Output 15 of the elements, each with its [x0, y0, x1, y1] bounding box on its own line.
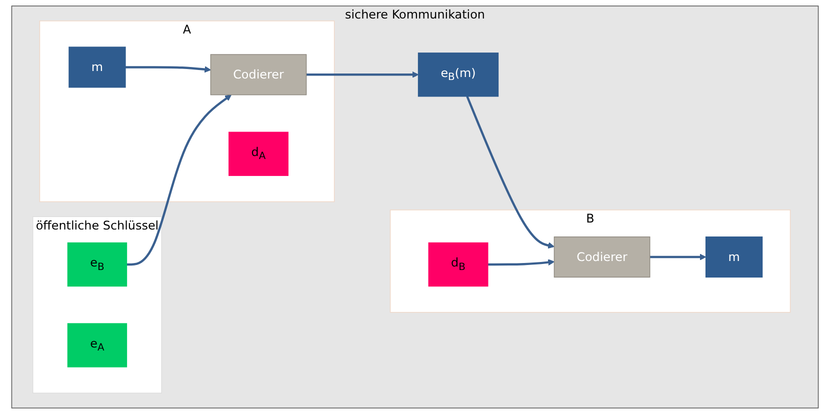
arrow: [650, 254, 706, 260]
node-box: m: [68, 46, 126, 88]
arrow: [126, 94, 232, 266]
arrow: [488, 259, 555, 266]
node-box: d$_{B}$: [428, 242, 488, 287]
arrow: [125, 66, 211, 73]
node-box: m: [705, 236, 763, 278]
node-box: e$_{B}$(m): [418, 52, 499, 97]
node-box: e$_{B}$: [67, 242, 128, 287]
node-box: Codierer: [554, 236, 650, 278]
node-box: e$_{A}$: [67, 323, 128, 368]
node-box: d$_{A}$: [228, 132, 288, 176]
node-box: Codierer: [210, 54, 307, 96]
arrow: [466, 96, 555, 249]
arrow: [306, 71, 419, 78]
